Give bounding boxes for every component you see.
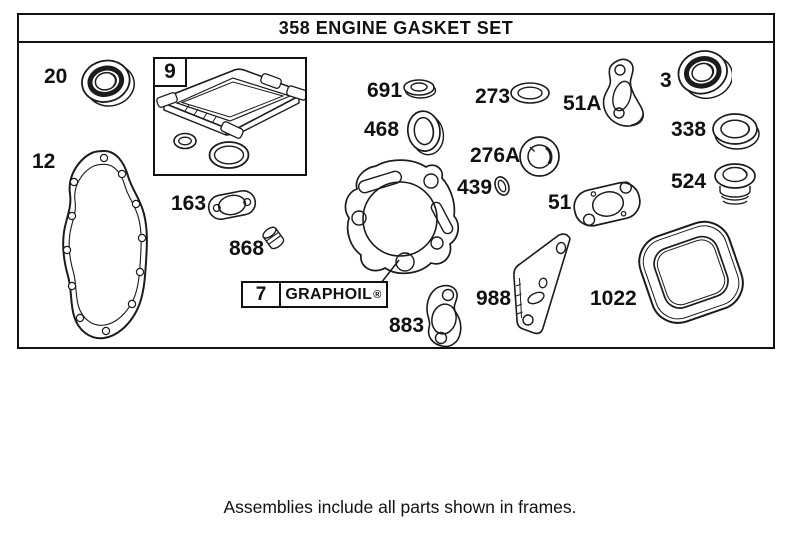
part-label-439: 439 — [457, 176, 493, 199]
part-label-163: 163 — [171, 192, 207, 215]
graphoil-text: GRAPHOIL — [285, 285, 373, 303]
part-439-o-ring-drawing — [494, 176, 510, 196]
part-7-head-gasket-drawing — [344, 159, 460, 275]
registered-mark: ® — [373, 288, 382, 301]
part-label-1022: 1022 — [590, 287, 637, 310]
frame-7-brand-label: GRAPHOIL® — [281, 283, 386, 306]
part-468-seal-drawing — [406, 110, 445, 156]
part-label-20: 20 — [44, 65, 68, 88]
frame-7-leader-line — [380, 259, 400, 284]
part-label-276a: 276A — [470, 144, 521, 167]
part-label-524: 524 — [671, 170, 707, 193]
part-20-oil-seal-drawing — [81, 59, 135, 107]
frame-9-assembly: 9 — [153, 57, 307, 176]
part-51-carburetor-gasket-drawing — [573, 181, 641, 227]
part-label-3: 3 — [660, 69, 672, 92]
part-988-plate-gasket-drawing — [513, 233, 571, 335]
part-label-988: 988 — [476, 287, 512, 310]
part-label-12: 12 — [32, 150, 56, 173]
part-label-468: 468 — [364, 118, 400, 141]
part-868-cap-drawing — [262, 226, 285, 250]
part-3-oil-seal-drawing — [677, 50, 732, 100]
part-label-51a: 51A — [563, 92, 602, 115]
valve-cover-gasket-drawing — [156, 68, 305, 169]
part-label-273: 273 — [475, 85, 511, 108]
part-51a-exhaust-gasket-drawing — [602, 58, 645, 127]
frame-9-number: 9 — [153, 57, 187, 87]
part-524-plug-drawing — [714, 163, 756, 205]
page-title: 358 ENGINE GASKET SET — [19, 15, 773, 43]
part-1022-ring-gasket-drawing — [638, 220, 744, 324]
frame-7-graphoil-assembly: 7 GRAPHOIL® — [241, 281, 388, 308]
footer-caption: Assemblies include all parts shown in fr… — [223, 497, 577, 517]
part-label-868: 868 — [229, 237, 265, 260]
part-label-883: 883 — [389, 314, 425, 337]
part-691-seal-drawing — [403, 79, 437, 99]
part-label-51: 51 — [548, 191, 572, 214]
part-label-691: 691 — [367, 79, 403, 102]
part-273-washer-drawing — [510, 82, 550, 104]
part-338-seal-drawing — [712, 113, 760, 150]
part-label-338: 338 — [671, 118, 707, 141]
part-163-intake-gasket-drawing — [207, 190, 257, 220]
part-12-crankcase-gasket-drawing — [62, 149, 148, 340]
frame-7-number: 7 — [243, 283, 281, 306]
part-883-exhaust-gasket-drawing — [426, 284, 462, 348]
part-276a-seal-drawing — [519, 136, 560, 177]
